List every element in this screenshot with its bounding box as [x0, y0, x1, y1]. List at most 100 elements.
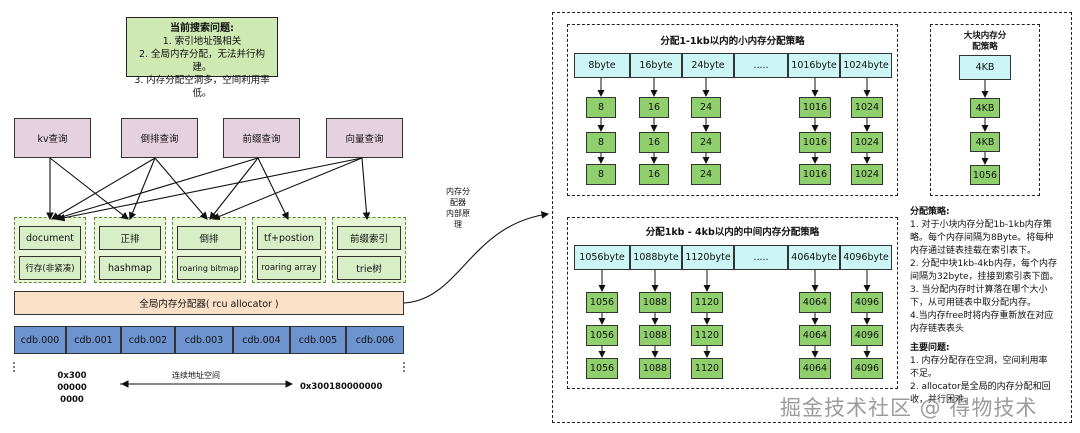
node-label: 8	[597, 137, 605, 148]
issue-note-line: 2. 全局内存分配，无法并行构建。	[138, 49, 266, 73]
index-cell-label: 行存(非紧凑)	[25, 264, 75, 274]
node-label: 1088	[642, 363, 668, 374]
query-kv: kv查询	[14, 118, 91, 158]
node-label: 1024	[854, 102, 880, 113]
node-label: 16	[647, 169, 661, 180]
node-label: 1088	[642, 330, 668, 341]
issue-note: 当前搜索问题: 1. 索引地址强相关 2. 全局内存分配，无法并行构建。 3. …	[126, 17, 278, 99]
small-chain-node: 24	[691, 132, 721, 153]
index-cell-bottom: roaring array	[257, 256, 321, 280]
small-header-cell: 16byte	[630, 53, 682, 78]
index-cell-bottom: roaring bitmap	[177, 256, 241, 280]
node-label: 1024	[854, 169, 880, 180]
issue-note-title: 当前搜索问题:	[170, 23, 234, 34]
node-label: 24	[699, 169, 713, 180]
index-cell-top: 前缀索引	[337, 226, 401, 250]
node-label: 4064	[802, 363, 828, 374]
cdb-block: cdb.005	[290, 326, 346, 354]
small-chain-node: 16	[639, 132, 669, 153]
node-label: 4064	[802, 297, 828, 308]
node-label: 4096	[854, 330, 880, 341]
cdb-label: cdb.004	[242, 334, 281, 346]
index-cell-label: 前缀索引	[349, 234, 388, 245]
index-cell-top: 正排	[99, 226, 161, 250]
cdb-label: cdb.002	[128, 334, 168, 346]
strategy-line: 下，从可用链表中取分配内存。	[910, 298, 1037, 308]
header-label: 1016byte	[791, 60, 837, 71]
small-header-cell: 1024byte	[840, 53, 892, 78]
index-cell-bottom: trie树	[337, 256, 401, 280]
middle-chain-node: 4096	[851, 292, 883, 313]
header-label: 1088byte	[633, 252, 679, 263]
address-start-line: 0000	[60, 395, 84, 405]
node-label: 1120	[694, 297, 720, 308]
strategy-line: 1. 对于小块内存分配1b-1kb内存策	[910, 220, 1052, 230]
header-label: 8byte	[588, 60, 616, 71]
small-chain-node: 1016	[799, 132, 831, 153]
small-chain-node: 16	[639, 97, 669, 118]
header-label: 4096byte	[843, 252, 889, 263]
header-label: 1024byte	[843, 60, 889, 71]
query-label: kv查询	[37, 134, 68, 145]
node-label: 1016	[802, 137, 828, 148]
cdb-block: cdb.004	[233, 326, 290, 354]
node-label: 4096	[854, 297, 880, 308]
address-middle: 连续地址空间	[172, 371, 220, 380]
middle-chain-node: 1056	[586, 325, 618, 346]
middle-chain-node: 1056	[586, 292, 618, 313]
cdb-block: cdb.003	[175, 326, 233, 354]
middle-chain-node: 1088	[639, 325, 671, 346]
strategy-line: 略。每个内存间隔为8Byte。将每种	[910, 233, 1054, 243]
small-chain-node: 24	[691, 164, 721, 185]
middle-chain-node: 4064	[799, 358, 831, 379]
index-cell-bottom: hashmap	[99, 256, 161, 280]
middle-chain-node: 1120	[691, 358, 723, 379]
issue-note-line: 1. 索引地址强相关	[162, 36, 242, 47]
index-cell-label: roaring bitmap	[179, 263, 239, 273]
index-cell-label: 正排	[120, 234, 140, 245]
middle-chain-node: 4096	[851, 325, 883, 346]
index-cell-top: tf+postion	[257, 226, 321, 250]
issues-line: 2. allocator是全局的内存分配和回	[910, 382, 1051, 392]
node-label: 4096	[854, 363, 880, 374]
small-chain-node: 1024	[851, 97, 883, 118]
node-label: 24	[699, 137, 713, 148]
node-label: 4KB	[975, 136, 995, 148]
header-label: 4064byte	[791, 252, 837, 263]
header-label: 1056byte	[579, 252, 625, 263]
transition-label-line: 内部原	[446, 209, 470, 218]
middle-chain-node: 1088	[639, 292, 671, 313]
node-label: 24	[699, 102, 713, 113]
strategy-line: 内存链表表头	[910, 324, 965, 334]
cdb-label: cdb.006	[355, 334, 395, 346]
node-label: 1056	[589, 330, 615, 341]
node-label: 1056	[972, 169, 998, 181]
node-label: 1056	[589, 363, 615, 374]
small-chain-node: 1016	[799, 97, 831, 118]
query-label: 向量查询	[345, 134, 384, 145]
small-alloc-region	[567, 24, 898, 196]
small-chain-node: 1024	[851, 132, 883, 153]
cdb-block: cdb.000	[14, 326, 66, 354]
middle-chain-node: 4064	[799, 292, 831, 313]
middle-chain-node: 4096	[851, 358, 883, 379]
header-label: .....	[753, 252, 769, 263]
middle-header-cell: 1088byte	[630, 245, 682, 270]
cdb-label: cdb.005	[298, 334, 338, 346]
transition-label-line: 理	[454, 220, 462, 229]
transition-label: 内存分 配器 内部原 理	[438, 186, 478, 230]
node-label: 8	[597, 169, 605, 180]
index-cell-top: document	[19, 226, 81, 250]
transition-label-line: 内存分	[446, 187, 470, 196]
large-alloc-title: 大块内存分 配策略	[930, 31, 1040, 53]
strategy-line: 4.当内存free时将内存重新放在对应	[910, 311, 1054, 321]
middle-header-cell: .....	[734, 245, 788, 270]
small-chain-node: 1024	[851, 164, 883, 185]
index-cell-bottom: 行存(非紧凑)	[19, 256, 81, 280]
node-label: 1120	[694, 363, 720, 374]
address-start-line: 0x300	[57, 371, 87, 381]
node-label: 4KB	[975, 102, 995, 114]
index-cell-label: document	[26, 232, 74, 244]
strategy-section: 分配策略: 1. 对于小块内存分配1b-1kb内存策 略。每个内存间隔为8Byt…	[910, 206, 1072, 407]
small-header-cell: 1016byte	[788, 53, 840, 78]
